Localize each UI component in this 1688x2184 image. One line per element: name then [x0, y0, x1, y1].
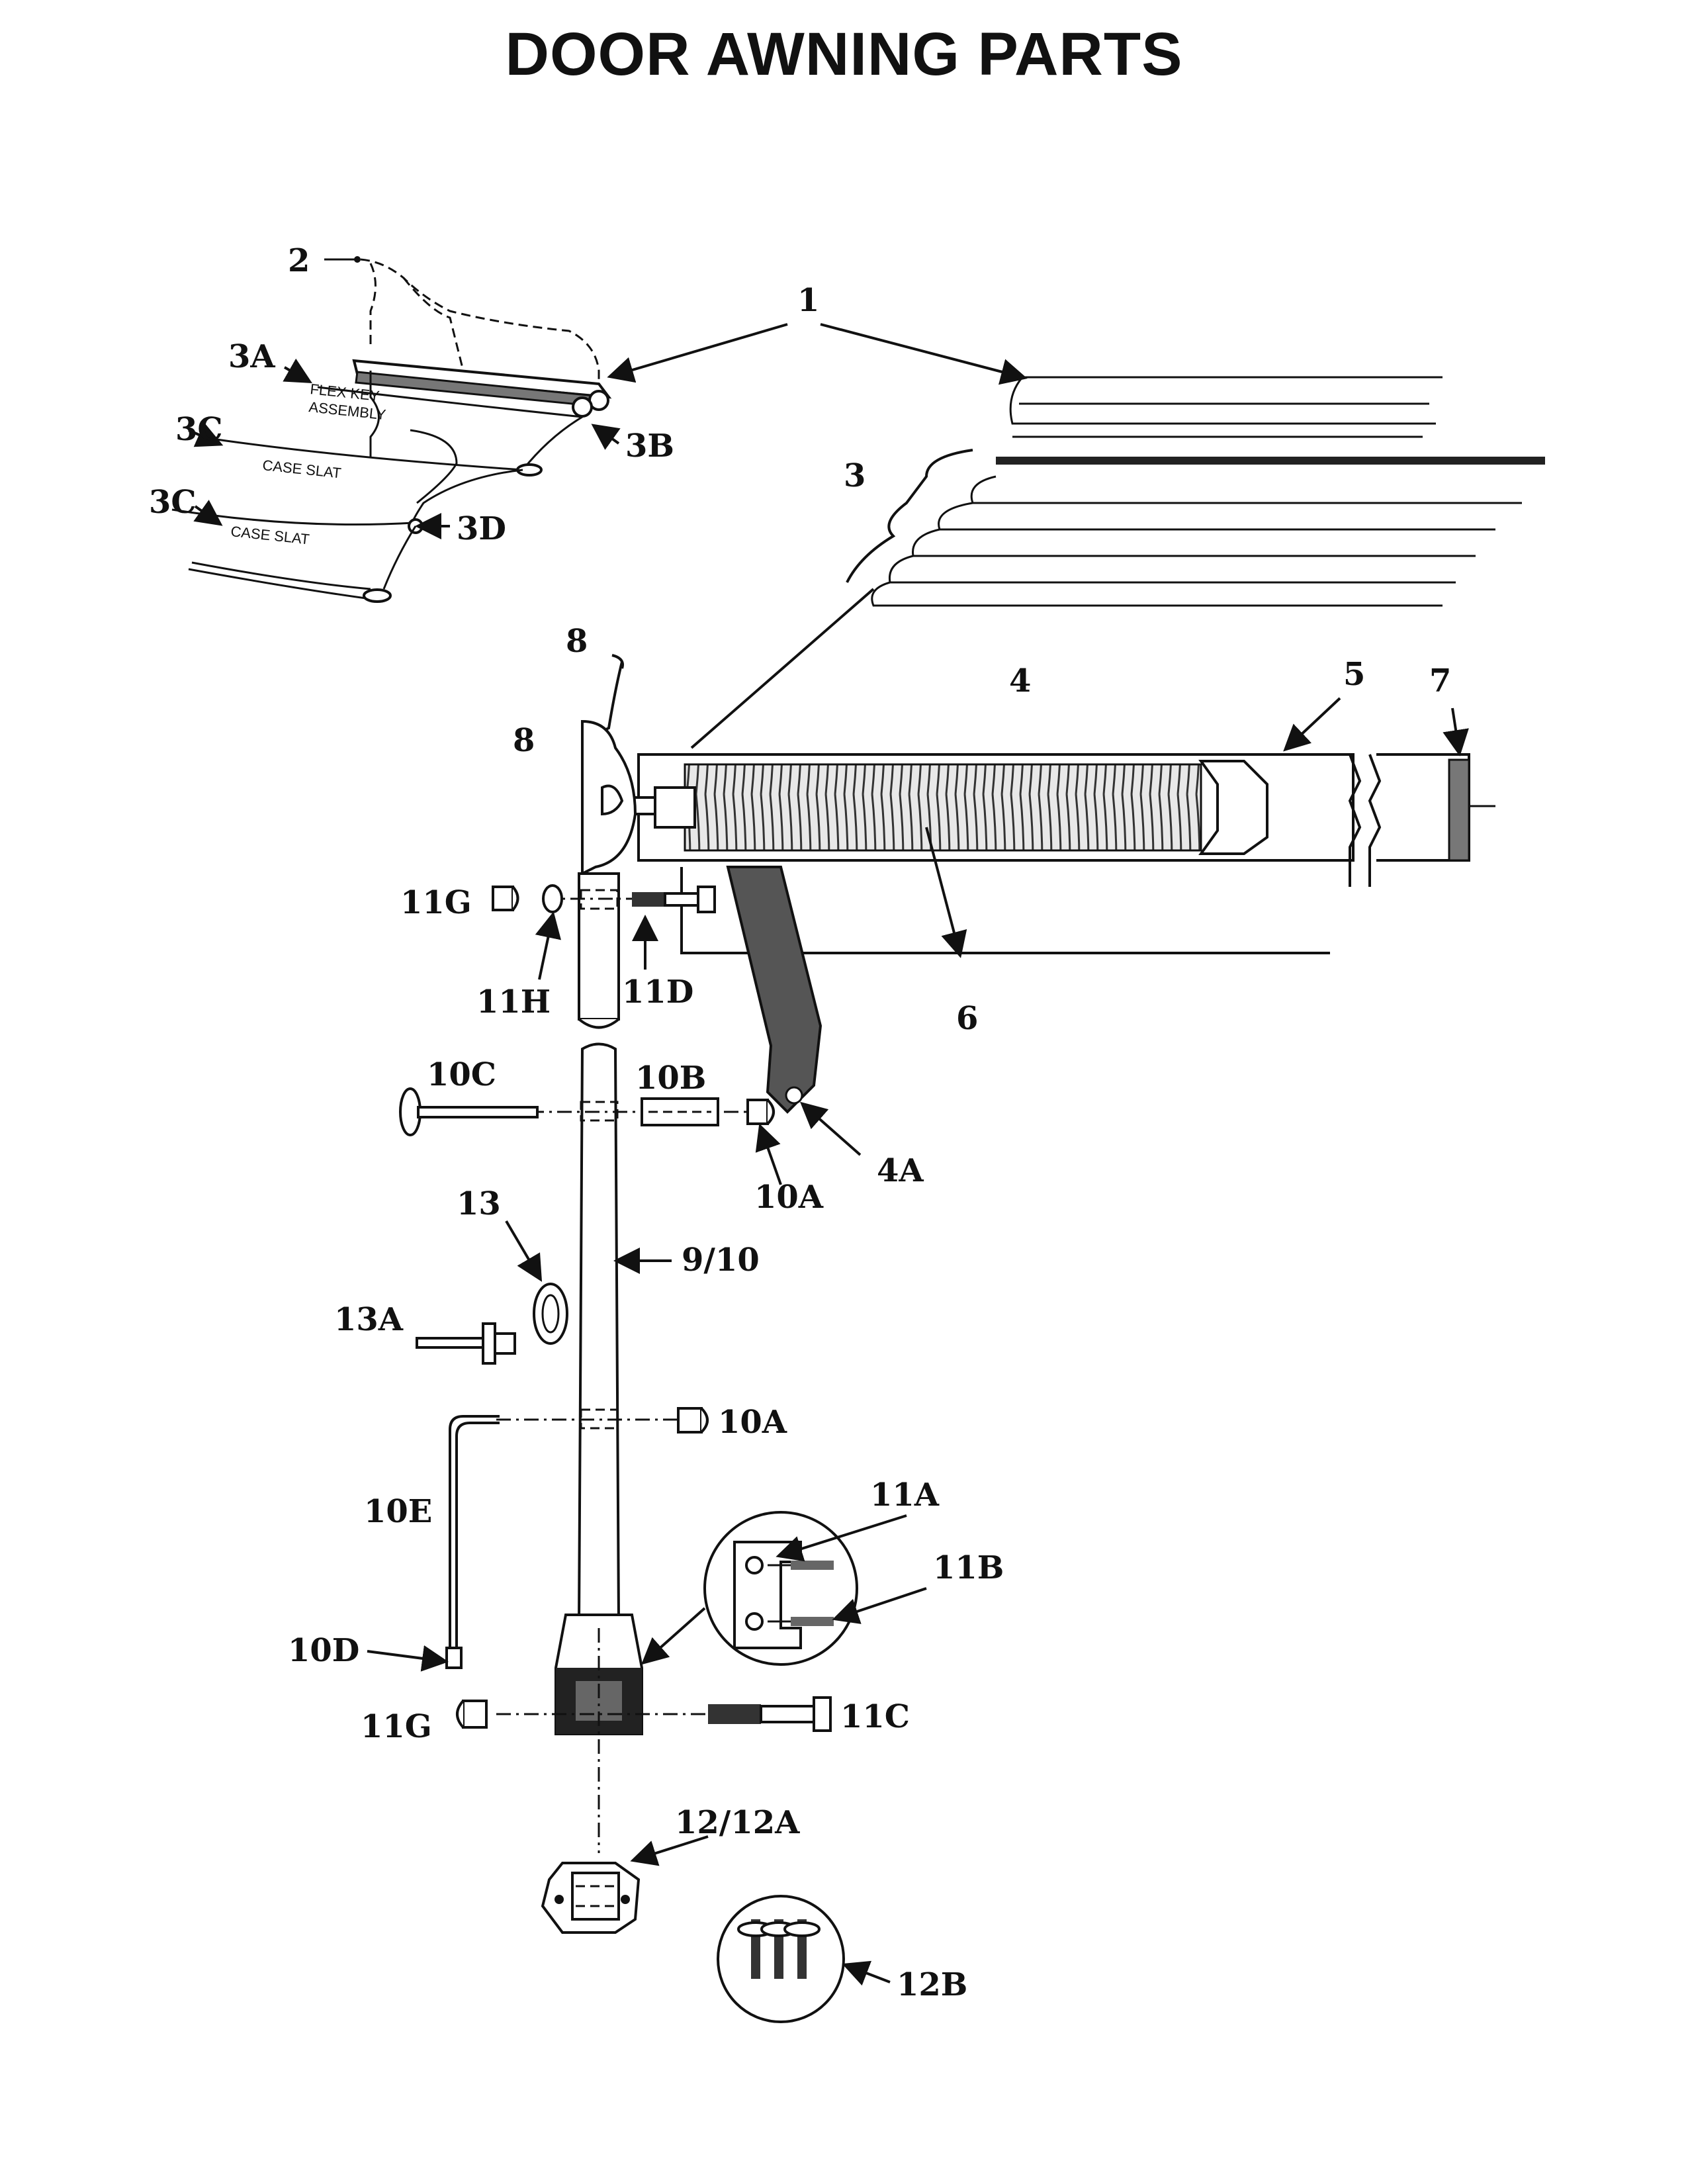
label-4a: 4A — [877, 1152, 924, 1189]
roller-assembly — [627, 748, 1495, 1114]
case-slat-text-2: CASE SLAT — [230, 523, 310, 547]
label-7: 7 — [1429, 662, 1451, 700]
label-10a: 10A — [754, 1179, 824, 1216]
label-4: 4 — [1009, 662, 1031, 700]
label-3c-2: 3C — [149, 484, 197, 521]
label-11d: 11D — [622, 974, 693, 1011]
label-8: 8 — [513, 722, 535, 759]
label-11h: 11H — [476, 983, 551, 1021]
label-2: 2 — [288, 242, 310, 279]
label-3b: 3B — [625, 428, 674, 465]
label-11g-lower: 11G — [361, 1708, 432, 1745]
leader-arrows — [188, 323, 1469, 1986]
label-9-10: 9/10 — [682, 1242, 760, 1279]
case-slat-text-1: CASE SLAT — [261, 457, 341, 481]
small-parts — [399, 884, 858, 2023]
label-3c-1: 3C — [175, 411, 223, 448]
label-3a: 3A — [228, 338, 275, 375]
label-3d: 3D — [457, 510, 506, 547]
label-10a-lower: 10A — [718, 1404, 787, 1441]
label-11b: 11B — [933, 1549, 1004, 1586]
label-3: 3 — [844, 457, 866, 494]
label-6: 6 — [956, 1000, 978, 1037]
label-11g: 11G — [400, 884, 472, 921]
part-labels: 1 2 3 3A 3B 3C 3C 3D 4 4A 5 6 7 8 8 9/10… — [149, 242, 1451, 2003]
label-10e: 10E — [364, 1493, 432, 1530]
label-13a: 13A — [334, 1301, 404, 1338]
label-12-12a: 12/12A — [675, 1804, 800, 1841]
label-1: 1 — [797, 282, 819, 319]
label-5: 5 — [1343, 656, 1365, 693]
label-8-top: 8 — [566, 623, 588, 660]
label-10d: 10D — [288, 1632, 359, 1669]
page-title: DOOR AWNING PARTS — [505, 21, 1183, 88]
label-10c: 10C — [427, 1056, 496, 1093]
label-10b: 10B — [635, 1060, 706, 1097]
label-12b: 12B — [897, 1966, 967, 2003]
case-and-roll — [690, 376, 1545, 749]
flex-key-detail: FLEX KEY ASSEMBLY CASE SLAT CASE SLAT — [171, 256, 612, 603]
label-13: 13 — [457, 1185, 501, 1222]
label-11c: 11C — [840, 1698, 910, 1735]
label-11a: 11A — [870, 1477, 940, 1514]
